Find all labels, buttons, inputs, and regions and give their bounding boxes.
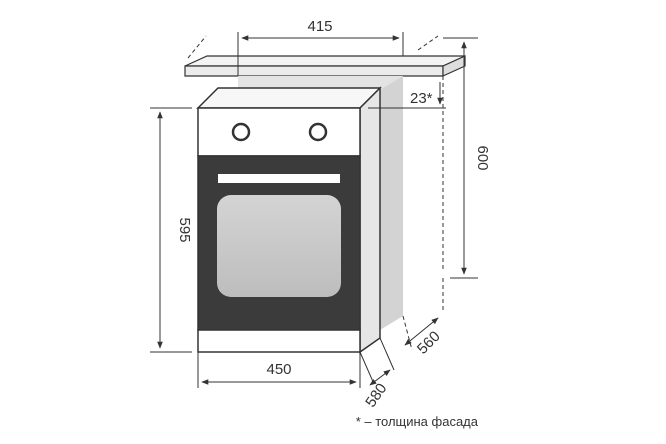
dimension-415: 415	[187, 18, 439, 76]
dimension-23: 23*	[368, 82, 446, 109]
footnote-facade-thickness: * – толщина фасада	[356, 414, 479, 429]
dimension-595-label: 595	[176, 217, 193, 242]
control-panel	[197, 107, 361, 157]
dimension-415-label: 415	[307, 18, 332, 35]
countertop	[184, 55, 466, 77]
knob-left-icon	[231, 122, 251, 142]
dimension-560-label: 560	[414, 328, 444, 358]
dimension-23-label: 23*	[410, 90, 433, 107]
oven	[196, 86, 382, 354]
dimension-580-label: 580	[362, 380, 390, 410]
dimension-450-label: 450	[266, 361, 291, 378]
knob-right-icon	[308, 122, 328, 142]
dimension-600-label: 600	[474, 145, 491, 170]
dimension-560: 560	[402, 278, 444, 358]
oven-base	[197, 329, 361, 353]
dimension-595: 595	[150, 107, 193, 353]
dimension-600: 600	[442, 37, 491, 279]
dimension-450: 450	[197, 352, 361, 388]
door-handle	[218, 174, 340, 183]
door-window	[217, 195, 341, 297]
